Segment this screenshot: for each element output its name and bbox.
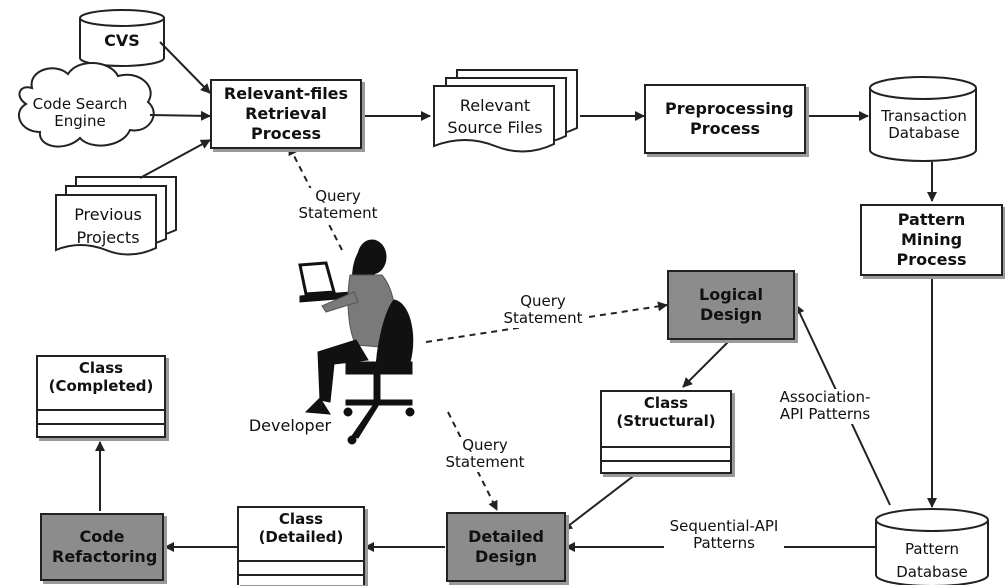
code-refactoring-box: Code Refactoring (40, 513, 164, 581)
relevant-source-files-documents (433, 69, 578, 153)
edge-structural-to-detailed-design (562, 473, 637, 531)
developer-silhouette (298, 239, 415, 445)
code-refactoring-label: Code Refactoring (52, 527, 158, 566)
pattern-database-label: Pattern Database (896, 540, 968, 582)
detailed-design-box: Detailed Design (446, 512, 566, 582)
preprocessing-process-label: Preprocessing Process (665, 99, 794, 138)
code-search-engine-label: Code Search Engine (32, 95, 128, 131)
class-attributes-compartment (239, 560, 363, 574)
sequential-api-patterns-label: Sequential-API Patterns (664, 517, 784, 553)
developer-label: Developer (248, 416, 332, 435)
previous-projects-label: Previous Projects (74, 205, 142, 248)
class-methods-compartment (38, 423, 164, 435)
association-api-patterns-label: Association-API Patterns (768, 388, 882, 424)
edge-logical-to-structural (682, 339, 731, 388)
code-search-engine-cloud (18, 61, 155, 148)
class-methods-compartment (602, 460, 730, 472)
relevant-files-retrieval-process-label: Relevant-files Retrieval Process (223, 84, 349, 143)
relevant-files-retrieval-process-box: Relevant-files Retrieval Process (210, 79, 362, 149)
class-methods-compartment (239, 574, 363, 586)
logical-design-label: Logical Design (699, 285, 763, 324)
transaction-database-label: Transaction Database (881, 107, 967, 143)
preprocessing-process-box: Preprocessing Process (644, 84, 806, 154)
logical-design-box: Logical Design (667, 270, 795, 340)
detailed-design-label: Detailed Design (468, 527, 544, 566)
class-attributes-compartment (602, 446, 730, 460)
class-detailed-label: Class (Detailed) (258, 510, 344, 546)
pattern-database-cylinder (875, 508, 989, 585)
class-completed-label: Class (Completed) (48, 359, 154, 395)
query-statement-label-detailed: Query Statement (440, 436, 530, 472)
cvs-label: CVS (104, 31, 140, 50)
edge-previous-to-retrieval (139, 139, 211, 179)
class-structural-box: Class (Structural) (600, 390, 732, 474)
class-attributes-compartment (38, 409, 164, 423)
relevant-source-files-label: Relevant Source Files (447, 96, 543, 137)
edge-cvs-to-retrieval (159, 41, 211, 94)
previous-projects-documents (55, 176, 177, 256)
class-structural-label: Class (Structural) (616, 394, 716, 430)
transaction-database-cylinder (869, 76, 977, 162)
cvs-cylinder (79, 9, 165, 67)
edge-developer-to-detailed-design-dashed (447, 411, 498, 511)
class-completed-box: Class (Completed) (36, 355, 166, 438)
pattern-mining-process-box: Pattern Mining Process (860, 204, 1003, 276)
query-statement-label-retrieval: Query Statement (296, 187, 380, 223)
edge-search-to-retrieval (149, 110, 211, 121)
class-detailed-box: Class (Detailed) (237, 506, 365, 585)
query-statement-label-logical: Query Statement (500, 292, 586, 328)
pattern-mining-process-label: Pattern Mining Process (896, 210, 967, 269)
